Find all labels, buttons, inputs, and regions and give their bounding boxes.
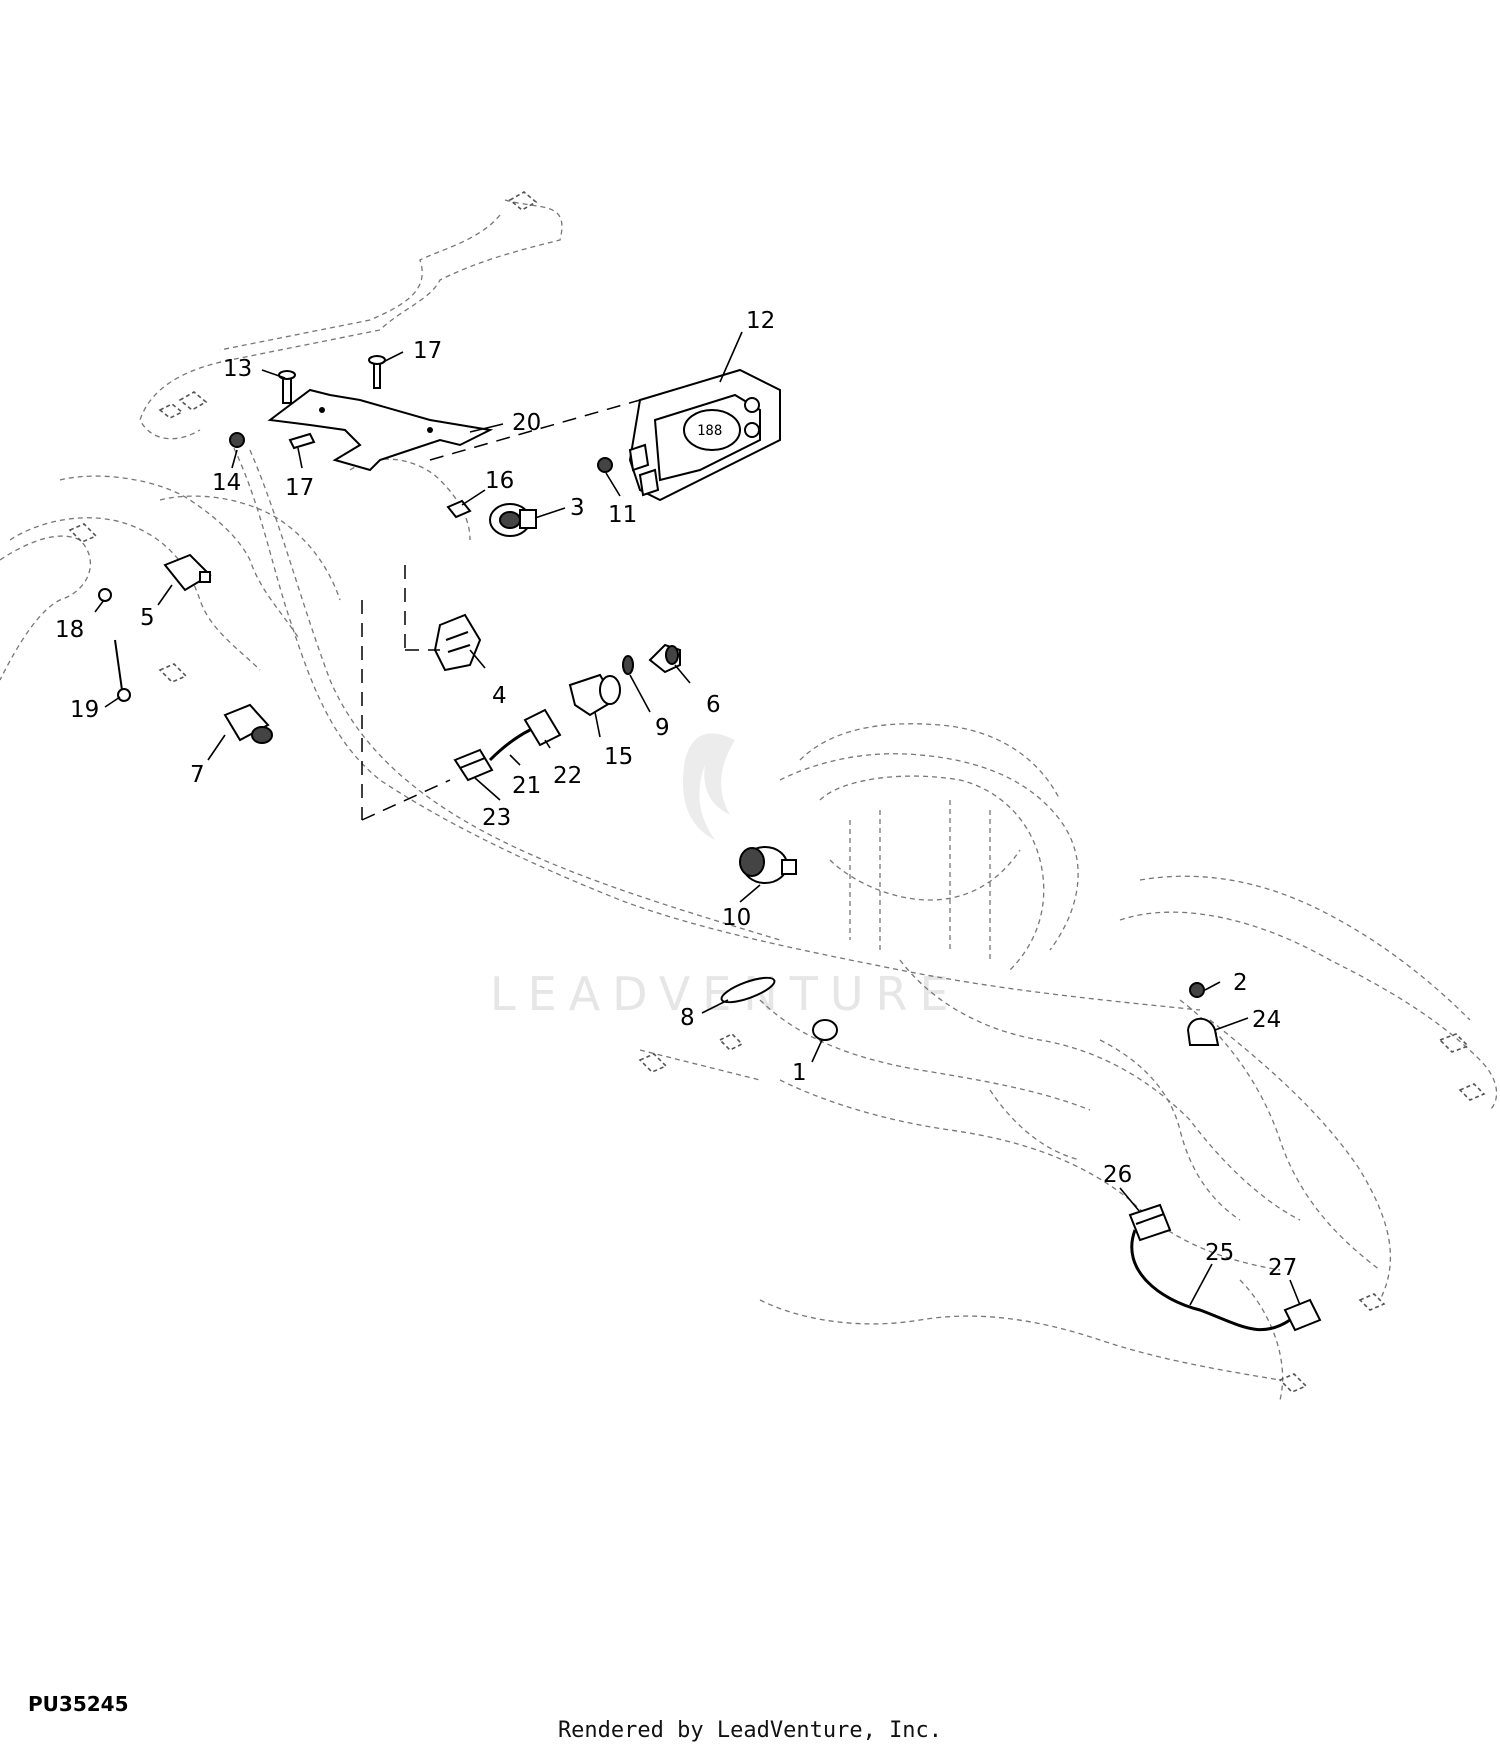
- callout-4: 4: [492, 683, 507, 709]
- watermark: LEADVENTURE: [490, 733, 961, 1021]
- callout-9: 9: [655, 715, 670, 741]
- svg-text:188: 188: [697, 423, 722, 439]
- clamp-1: [812, 1019, 838, 1041]
- assembly-lines: [361, 399, 641, 821]
- washer-9: [622, 655, 634, 675]
- render-credit: Rendered by LeadVenture, Inc.: [557, 1718, 943, 1743]
- callout-27: 27: [1268, 1255, 1297, 1281]
- callout-24: 24: [1252, 1007, 1281, 1033]
- switch-4: [433, 613, 482, 672]
- switch-7: [223, 703, 273, 744]
- diagram-id: PU35245: [28, 1692, 129, 1716]
- wire-21: [488, 728, 531, 762]
- switch-5: [163, 553, 212, 592]
- key-switch-15: [568, 673, 621, 717]
- callout-20: 20: [512, 410, 541, 436]
- callout-5: 5: [140, 605, 155, 631]
- callout-12: 12: [746, 308, 775, 334]
- callout-3: 3: [570, 495, 585, 521]
- callout-6: 6: [706, 692, 721, 718]
- nut-11: [597, 457, 613, 473]
- callout-8: 8: [680, 1005, 695, 1031]
- callout-25: 25: [1205, 1240, 1234, 1266]
- callout-2: 2: [1233, 970, 1248, 996]
- callout-21: 21: [512, 773, 541, 799]
- harness-25: [1130, 1229, 1291, 1332]
- watermark-text: LEADVENTURE: [490, 967, 961, 1021]
- callout-15: 15: [604, 744, 633, 770]
- connector-26: [1128, 1203, 1172, 1242]
- callout-11: 11: [608, 502, 637, 528]
- key-6: [648, 643, 681, 674]
- callout-18: 18: [55, 617, 84, 643]
- instrument-cluster-12: 188: [628, 368, 781, 502]
- screw-17-bottom: [288, 432, 316, 450]
- clip-16: [446, 499, 472, 519]
- connector-23: [453, 748, 494, 782]
- bolt-13: [278, 370, 296, 404]
- callout-16: 16: [485, 468, 514, 494]
- callout-22: 22: [553, 763, 582, 789]
- clamp-8: [720, 976, 776, 1004]
- callout-17-bottom: 17: [285, 475, 314, 501]
- screw-17-top: [368, 355, 386, 389]
- connector-27: [1283, 1298, 1322, 1332]
- callout-10: 10: [722, 905, 751, 931]
- leader-lines: [94, 331, 1301, 1306]
- callout-19: 19: [70, 697, 99, 723]
- callouts: 12 13 17 20 14 17 16 3 11 18 5 4 6 9 15 …: [55, 308, 1297, 1281]
- callout-13: 13: [223, 356, 252, 382]
- horn-10: [739, 846, 797, 884]
- nut-14: [229, 432, 245, 448]
- callout-26: 26: [1103, 1162, 1132, 1188]
- clip-24: [1186, 1017, 1220, 1046]
- screw-19: [114, 639, 131, 702]
- bolt-2: [1189, 982, 1205, 998]
- callout-23: 23: [482, 805, 511, 831]
- wiring-harness: [0, 191, 1498, 1401]
- screw-18: [98, 588, 112, 602]
- callout-14: 14: [212, 470, 241, 496]
- callout-17-top: 17: [413, 338, 442, 364]
- connector-22: [523, 708, 562, 747]
- callout-7: 7: [190, 762, 205, 788]
- mounting-bracket-20: [267, 388, 494, 472]
- socket-3: [489, 503, 537, 537]
- callout-1: 1: [792, 1060, 807, 1086]
